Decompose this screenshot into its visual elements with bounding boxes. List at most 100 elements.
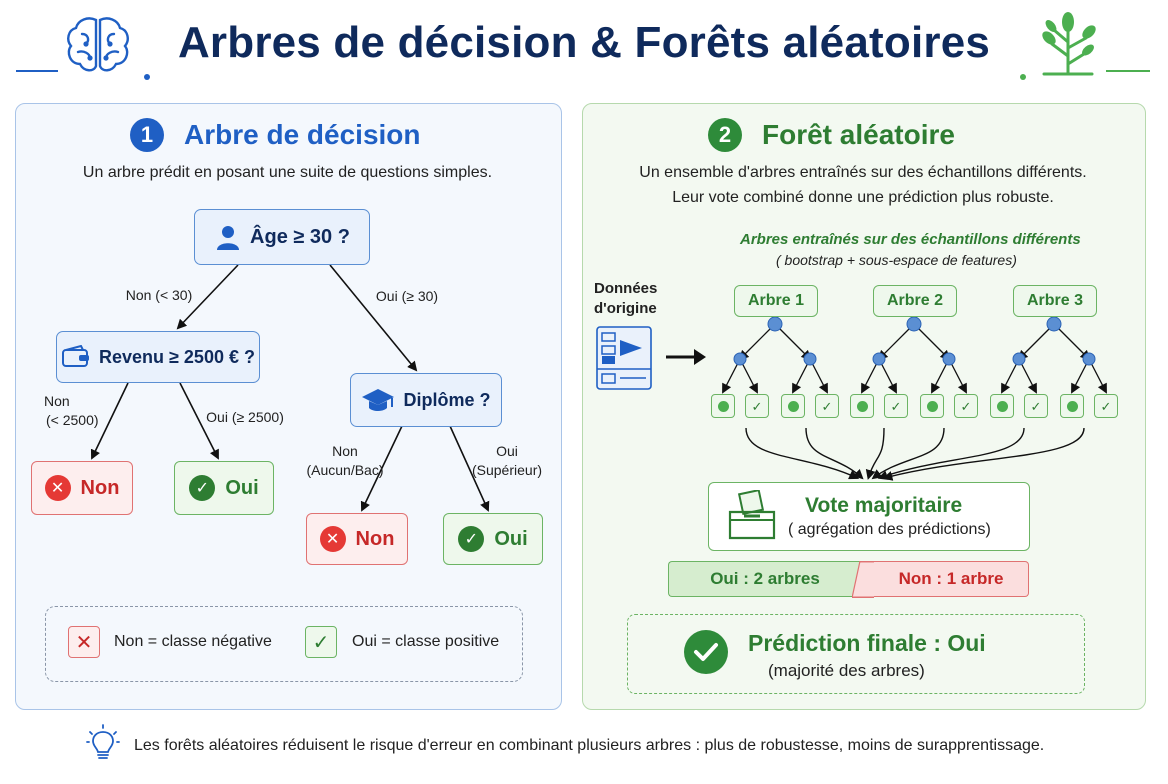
header-left-line [16,70,58,72]
page-title: Arbres de décision & Forêts aléatoires [177,18,991,67]
lightbulb-icon [86,724,120,769]
check-circle-icon: ✓ [189,475,216,501]
leaf-dot-icon [850,394,874,418]
leaf-no-2-label: Non [355,527,395,550]
tree-edge [877,323,915,361]
revenue-question-label: Revenu ≥ 2500 € ? [99,346,255,367]
leaf-dot-icon [781,394,805,418]
leaf-yes-2: ✓ Oui [443,513,543,565]
revenue-question-node: Revenu ≥ 2500 € ? [56,331,260,383]
root-question-node: Âge ≥ 30 ? [194,209,370,265]
tree-edge [1053,323,1091,361]
leaf-check-icon: ✓ [1094,394,1118,418]
header-right-line [1106,70,1150,72]
original-data-label: Données d'origine [594,279,657,320]
final-prediction-title: Prédiction finale : Oui [748,630,986,656]
aggregation-arrow [865,427,885,480]
trees-caption-note: ( bootstrap + sous-espace de features) [776,252,1017,268]
tree-edge [913,323,951,361]
leaf-check-icon: ✓ [815,394,839,418]
x-circle-icon: ✕ [44,475,71,501]
check-circle-large-icon [684,630,728,674]
edge-label-root-left: Non (< 30) [125,287,193,303]
leaf-check-icon: ✓ [954,394,978,418]
aggregation-arrow [877,427,1025,480]
x-legend-icon: ✕ [68,626,100,658]
majority-vote-box [708,482,1030,551]
edge-label-revenue-right: Oui (≥ 2500) [206,409,284,425]
header-left-dot [144,74,150,80]
tree-edge [738,323,776,361]
section-subtitle: Un arbre prédit en posant une suite de q… [82,164,493,181]
tree-inner-node [733,352,747,366]
legend-negative-label: Non = classe négative [114,633,272,650]
leaf-no-1-label: Non [80,476,120,499]
user-icon [217,226,240,250]
edge-label-diploma-left-line2: (Aucun/Bac) [306,461,384,478]
vote-subtitle: ( agrégation des prédictions) [788,521,991,538]
wallet-icon [62,345,90,367]
leaf-no-1: ✕ Non [31,461,133,515]
aggregation-arrow [745,427,860,480]
edge-label-diploma-left: Non (Aucun/Bac) [300,442,390,480]
vote-title: Vote majoritaire [805,494,963,517]
tree-label-2: Arbre 2 [873,285,957,317]
section-subtitle-line2: Leur vote combiné donne une prédiction p… [672,189,1054,206]
leaf-check-icon: ✓ [745,394,769,418]
aggregation-arrow [882,427,1085,481]
tree-icon [1034,8,1102,80]
edge-label-revenue-left-line1: Non [44,393,70,409]
edge-label-diploma-right: Oui (Supérieur) [462,442,552,480]
final-prediction-subtitle: (majorité des arbres) [768,661,925,680]
check-legend-icon: ✓ [305,626,337,658]
original-data-label-line2: d'origine [594,300,657,318]
edge-label-revenue-left: Non (< 2500) [34,392,104,430]
edge-label-diploma-right-line2: (Supérieur) [471,461,543,478]
tree-inner-node [803,352,817,366]
tree-label-1: Arbre 1 [734,285,818,317]
tree-root-node [767,316,783,332]
dataset-icon [596,326,652,390]
section-heading: Forêt aléatoire [762,119,955,150]
edge-label-diploma-left-line1: Non [332,443,358,459]
leaf-dot-icon [920,394,944,418]
result-no-bar: Non : 1 arbre [874,561,1029,597]
section-number-badge: 1 [130,118,164,152]
leaf-yes-1: ✓ Oui [174,461,274,515]
leaf-dot-icon [1060,394,1084,418]
section-subtitle-line1: Un ensemble d'arbres entraînés sur des é… [639,164,1087,181]
ballot-box-icon [726,488,778,547]
edge-label-root-right: Oui (≥ 30) [375,288,439,304]
leaf-dot-icon [990,394,1014,418]
legend-box [45,606,523,682]
tree-inner-node [872,352,886,366]
result-yes-bar: Oui : 2 arbres [668,561,861,597]
aggregation-arrow [805,427,864,480]
leaf-yes-1-label: Oui [225,476,259,499]
check-circle-icon: ✓ [458,526,485,552]
tree-edge [1017,323,1055,361]
tree-root-node [906,316,922,332]
tree-inner-node [1012,352,1026,366]
leaf-no-2: ✕ Non [306,513,408,565]
arrow-right-icon [664,347,708,372]
graduation-cap-icon [362,389,395,411]
tree-root-node [1046,316,1062,332]
x-circle-icon: ✕ [319,526,346,552]
edge-label-revenue-left-line2: (< 2500) [46,411,99,428]
section-heading: Arbre de décision [184,119,421,150]
diploma-question-label: Diplôme ? [403,389,491,410]
result-bar-divider [851,560,874,599]
root-question-label: Âge ≥ 30 ? [250,225,350,248]
leaf-check-icon: ✓ [1024,394,1048,418]
header-right-dot [1020,74,1026,80]
trees-caption: Arbres entraînés sur des échantillons di… [740,231,1081,248]
tree-label-3: Arbre 3 [1013,285,1097,317]
footer-note: Les forêts aléatoires réduisent le risqu… [134,737,1045,754]
brain-icon [62,12,134,76]
edge-label-diploma-right-line1: Oui [496,443,518,459]
legend-positive-label: Oui = classe positive [352,633,500,650]
leaf-check-icon: ✓ [884,394,908,418]
